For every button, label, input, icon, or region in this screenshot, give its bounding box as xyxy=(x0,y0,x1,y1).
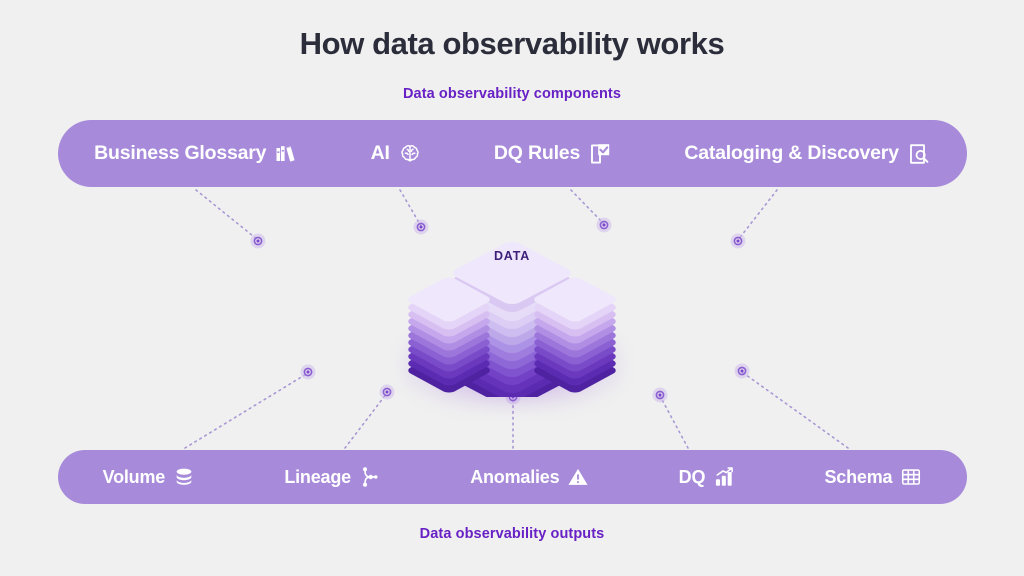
outputs-bar[interactable]: Volume Lineage xyxy=(58,450,967,504)
component-ai[interactable]: AI xyxy=(367,142,426,166)
component-label: DQ Rules xyxy=(493,142,581,164)
output-label: Anomalies xyxy=(470,466,560,487)
output-volume[interactable]: Volume xyxy=(99,466,199,488)
output-dq[interactable]: DQ xyxy=(675,466,740,488)
connector-line-ai xyxy=(399,189,422,227)
connector-endpoint xyxy=(734,363,750,379)
document-search-icon xyxy=(907,142,931,166)
connector-line-cataloging xyxy=(737,189,778,241)
data-stack-label: DATA xyxy=(493,249,531,263)
bar-chart-icon xyxy=(713,466,735,488)
left-stack xyxy=(408,277,490,393)
output-anomalies[interactable]: Anomalies xyxy=(466,466,593,488)
brain-icon xyxy=(398,142,422,166)
connector-endpoint xyxy=(730,233,746,249)
components-caption: Data observability components xyxy=(402,86,622,102)
connector-line-dq-rules xyxy=(570,189,605,225)
components-bar[interactable]: Business Glossary AI xyxy=(58,120,967,187)
output-label: Lineage xyxy=(284,466,351,487)
component-label: Business Glossary xyxy=(94,142,267,164)
component-business-glossary[interactable]: Business Glossary xyxy=(90,142,302,166)
connector-line-dq xyxy=(659,395,689,449)
component-label: AI xyxy=(370,142,390,164)
checked-document-icon xyxy=(588,142,612,166)
output-schema[interactable]: Schema xyxy=(821,466,927,488)
connector-endpoint xyxy=(250,233,266,249)
output-label: Schema xyxy=(824,466,893,487)
component-cataloging-discovery[interactable]: Cataloging & Discovery xyxy=(680,142,935,166)
warning-triangle-icon xyxy=(567,466,589,488)
right-stack xyxy=(534,277,616,393)
output-label: Volume xyxy=(102,466,166,487)
connector-line-lineage xyxy=(344,392,388,449)
output-label: DQ xyxy=(678,466,706,487)
component-dq-rules[interactable]: DQ Rules xyxy=(490,142,616,166)
data-stack: DATA xyxy=(392,222,632,410)
component-label: Cataloging & Discovery xyxy=(684,142,899,164)
database-icon xyxy=(173,466,195,488)
lineage-nodes-icon xyxy=(359,466,381,488)
connector-line-glossary xyxy=(195,189,259,241)
connector-line-volume xyxy=(184,372,309,449)
connector-line-schema xyxy=(741,371,849,449)
connector-endpoint xyxy=(652,387,668,403)
connector-endpoint xyxy=(300,364,316,380)
table-grid-icon xyxy=(900,466,922,488)
books-icon xyxy=(274,142,298,166)
page-title: How data observability works xyxy=(299,26,725,61)
outputs-caption: Data observability outputs xyxy=(419,526,605,542)
output-lineage[interactable]: Lineage xyxy=(280,466,385,488)
